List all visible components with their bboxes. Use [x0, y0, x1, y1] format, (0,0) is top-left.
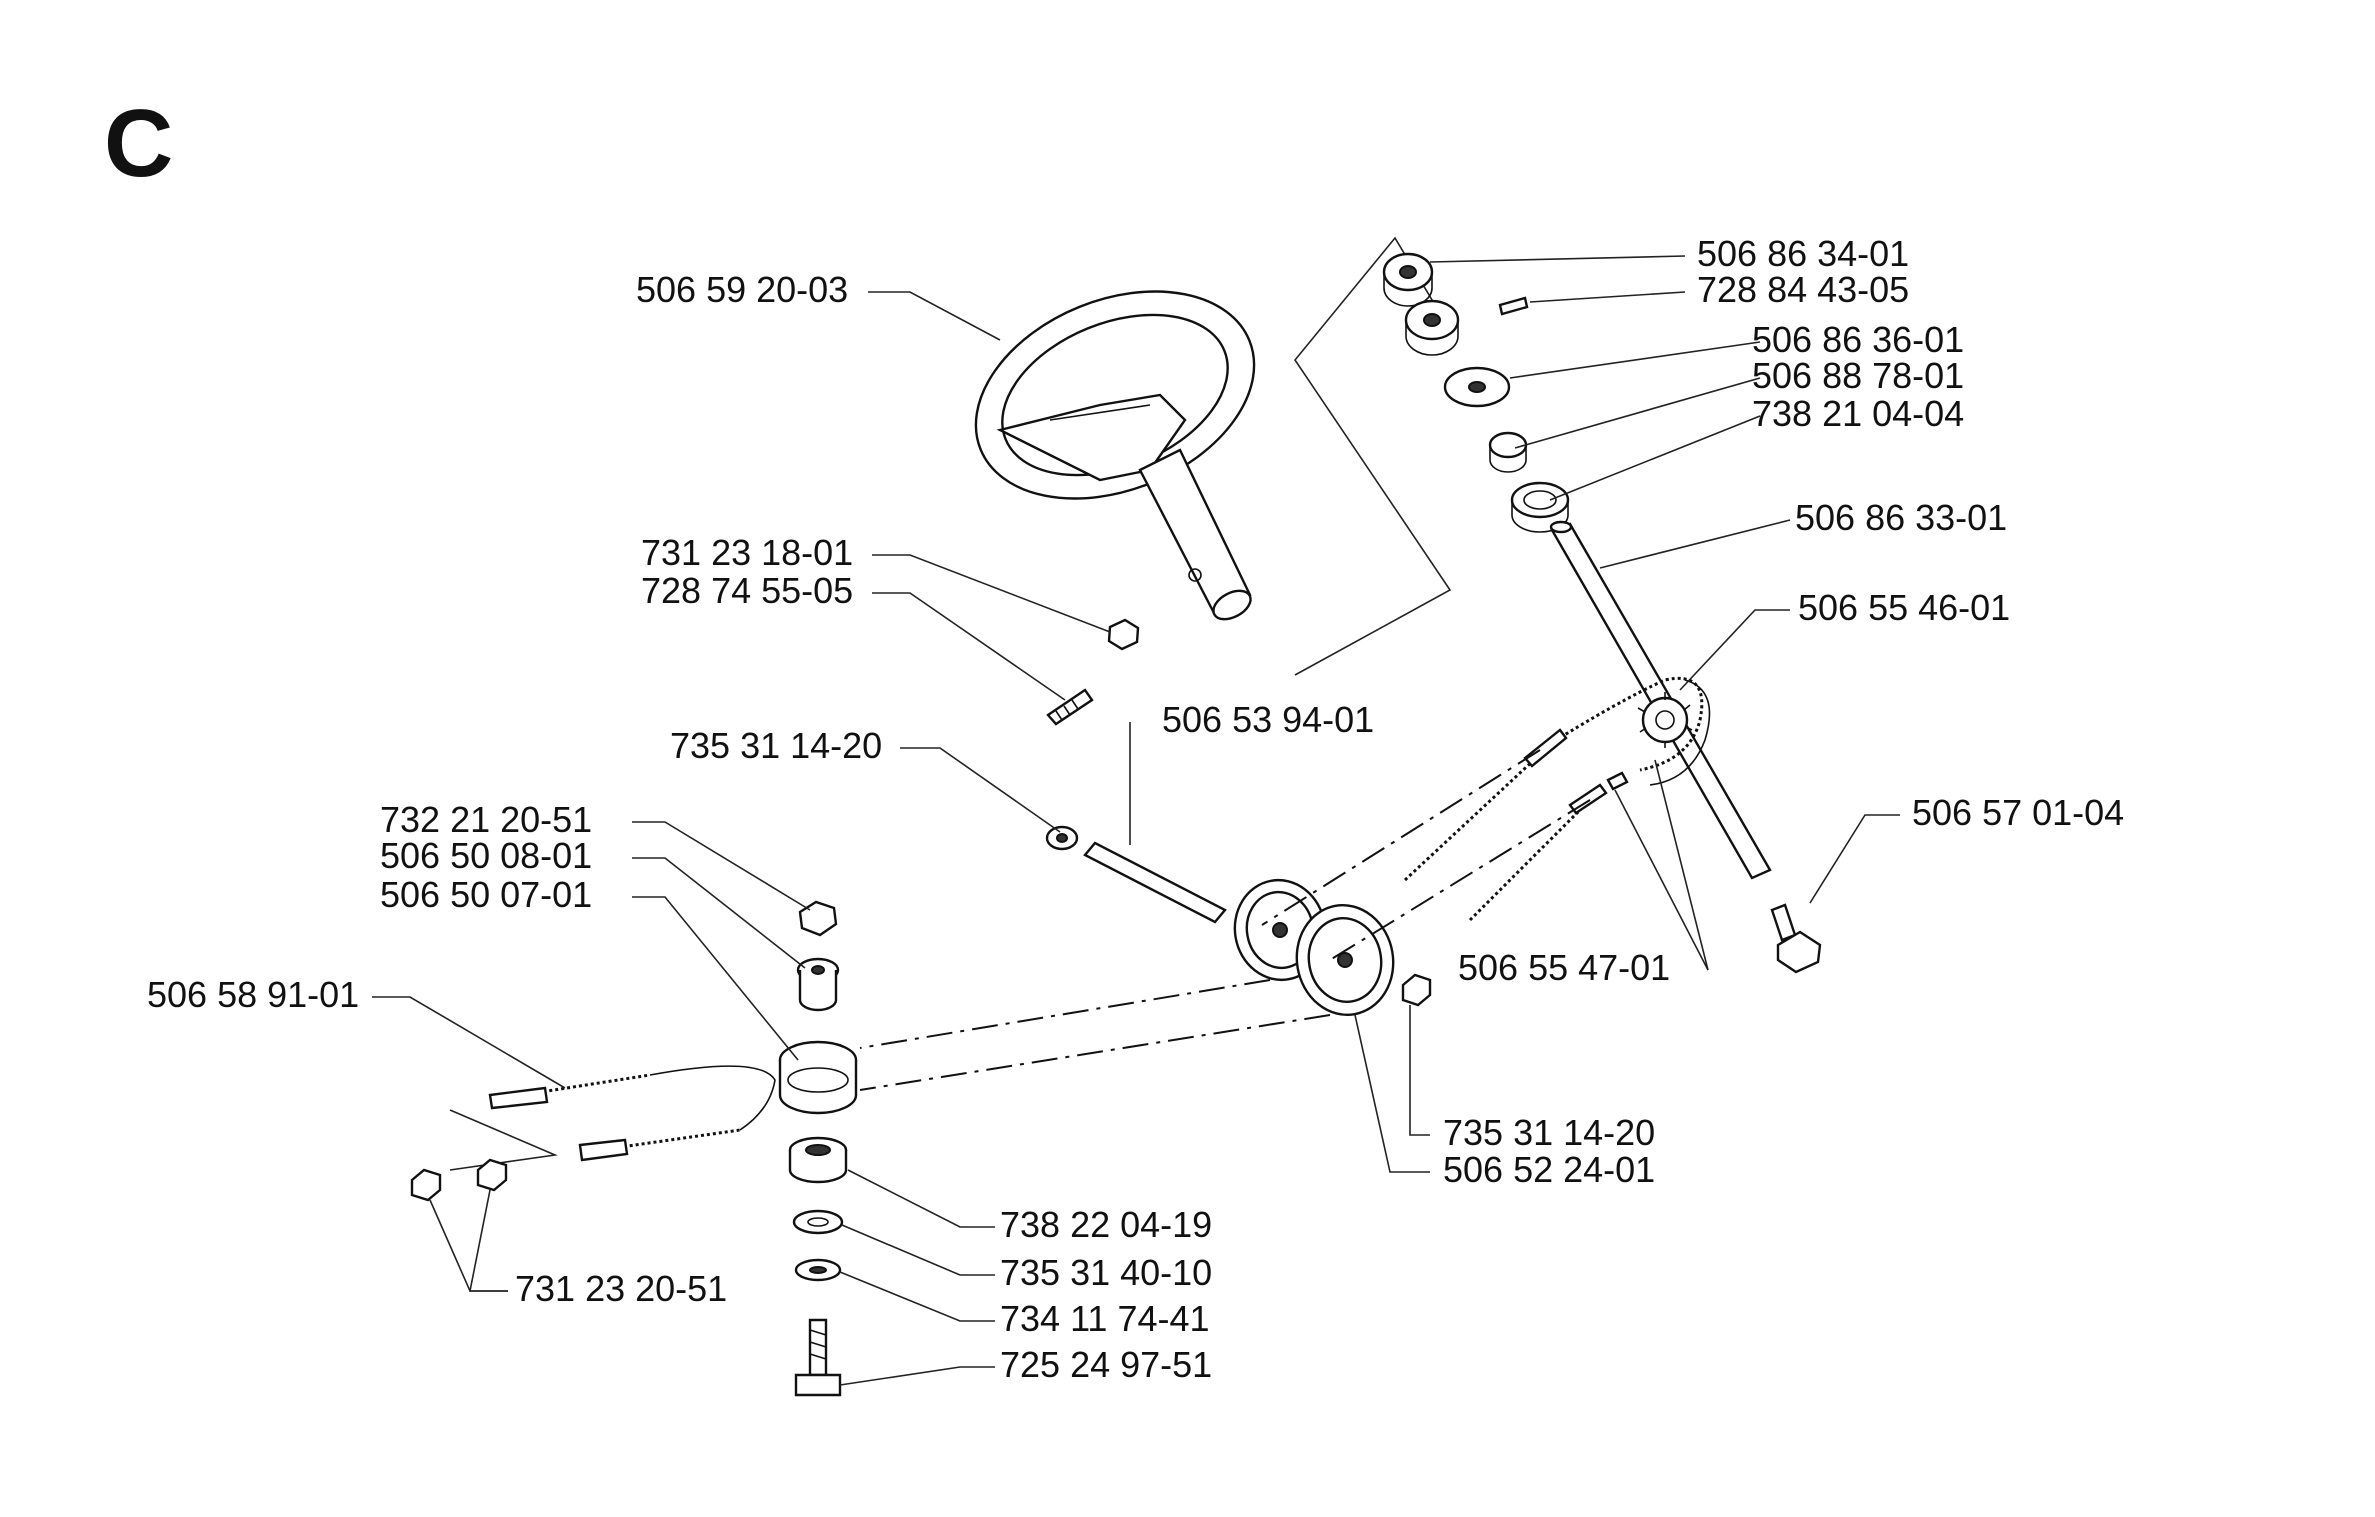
label-735-31-14-20-lower: 735 31 14-20	[1443, 1112, 1655, 1153]
label-738-22-04-19: 738 22 04-19	[1000, 1204, 1212, 1245]
shaft-bolt	[1770, 903, 1822, 974]
label-738-21-04-04: 738 21 04-04	[1752, 393, 1964, 434]
left-clip	[792, 1209, 844, 1235]
label-506-52-24-01: 506 52 24-01	[1443, 1149, 1655, 1190]
label-728-74-55-05: 728 74 55-05	[641, 570, 853, 611]
label-731-23-20-51: 731 23 20-51	[515, 1268, 727, 1309]
section-letter: C	[104, 90, 173, 197]
label-735-31-14-20-upper: 735 31 14-20	[670, 725, 882, 766]
wheel-screw	[1046, 688, 1094, 726]
left-bushing	[796, 957, 840, 1012]
steering-wheel	[974, 290, 1256, 621]
column-top-parts	[1382, 252, 1570, 533]
label-506-55-47-01: 506 55 47-01	[1458, 947, 1670, 988]
tie-rod-upper	[1403, 728, 1568, 882]
label-506-57-01-04: 506 57 01-04	[1912, 792, 2124, 833]
label-506-59-20-03: 506 59 20-03	[636, 269, 848, 310]
leader-lines	[372, 255, 1900, 1386]
cable-nuts	[410, 1158, 508, 1202]
label-732-21-20-51: 732 21 20-51	[380, 799, 592, 840]
label-506-55-46-01: 506 55 46-01	[1798, 587, 2010, 628]
pulley-lower	[1295, 903, 1395, 1017]
label-731-23-18-01: 731 23 18-01	[641, 532, 853, 573]
left-pulley	[778, 1040, 858, 1115]
label-506-50-07-01: 506 50 07-01	[380, 874, 592, 915]
label-734-11-74-41: 734 11 74-41	[1000, 1298, 1210, 1339]
wheel-nut	[1107, 618, 1140, 651]
pin-washer-upper	[1045, 825, 1079, 851]
label-506-50-08-01: 506 50 08-01	[380, 835, 592, 876]
center-lines	[817, 749, 1591, 1111]
label-506-86-36-01: 506 86 36-01	[1752, 319, 1964, 360]
sprocket	[1637, 692, 1693, 748]
left-washer	[794, 1258, 842, 1282]
chain	[1539, 676, 1711, 786]
left-bearing	[788, 1136, 848, 1184]
pin-washer-lower	[1401, 973, 1432, 1007]
label-506-53-94-01: 506 53 94-01	[1162, 699, 1374, 740]
tie-rod-lower	[1468, 771, 1629, 922]
label-506-86-33-01: 506 86 33-01	[1795, 497, 2007, 538]
label-728-84-43-05: 728 84 43-05	[1697, 269, 1909, 310]
label-725-24-97-51: 725 24 97-51	[1000, 1344, 1212, 1385]
label-506-86-34-01: 506 86 34-01	[1697, 233, 1909, 274]
label-506-58-91-01: 506 58 91-01	[147, 974, 359, 1015]
steering-cable	[449, 1065, 776, 1171]
left-bolt	[794, 1318, 842, 1397]
pulley-pin	[1083, 841, 1227, 924]
label-506-88-78-01: 506 88 78-01	[1752, 355, 1964, 396]
label-735-31-40-10: 735 31 40-10	[1000, 1252, 1212, 1293]
